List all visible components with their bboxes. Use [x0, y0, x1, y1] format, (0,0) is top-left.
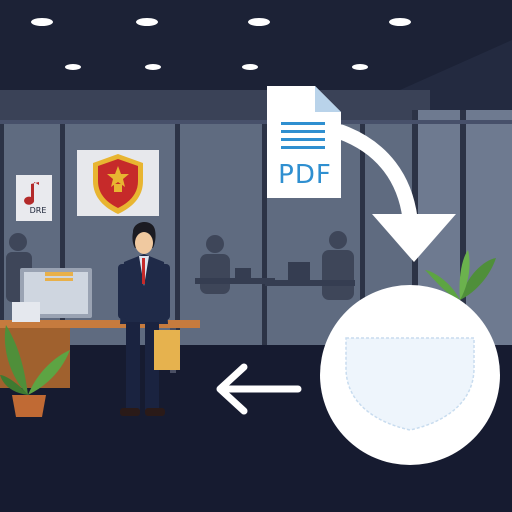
star-icon: [107, 166, 129, 187]
curved-arrow-icon: [333, 124, 418, 226]
empty-shield-icon: [345, 337, 475, 431]
paper-stack: [45, 278, 73, 281]
ceiling-light: [136, 18, 158, 26]
ceiling-light: [389, 18, 411, 26]
pdf-label: PDF: [278, 160, 332, 190]
ceiling-light: [145, 64, 161, 70]
ceiling-light: [65, 64, 81, 70]
right-plant: [425, 250, 496, 300]
music-note-icon: [24, 182, 39, 205]
ceiling-light: [248, 18, 270, 26]
desk-top: [0, 320, 200, 328]
businessman: [118, 221, 180, 416]
wall-beam: [0, 90, 430, 120]
left-arrow-icon: [216, 363, 302, 415]
folder: [154, 330, 180, 370]
laptop: [12, 302, 40, 322]
ceiling-light: [31, 18, 53, 26]
shield-inner: [98, 159, 138, 208]
paper-stack: [45, 272, 73, 276]
ceiling-light: [242, 64, 258, 70]
poster-label: DRE: [29, 206, 47, 215]
potted-plant: [0, 325, 70, 417]
pdf-document-icon: [267, 86, 341, 198]
glass-top-line: [0, 120, 512, 124]
background-desks: [195, 262, 355, 286]
arrow-head: [372, 214, 456, 262]
lock-icon: [114, 184, 122, 192]
ceiling-light: [352, 64, 368, 70]
background-people: [6, 231, 354, 302]
ceiling: [0, 0, 512, 90]
